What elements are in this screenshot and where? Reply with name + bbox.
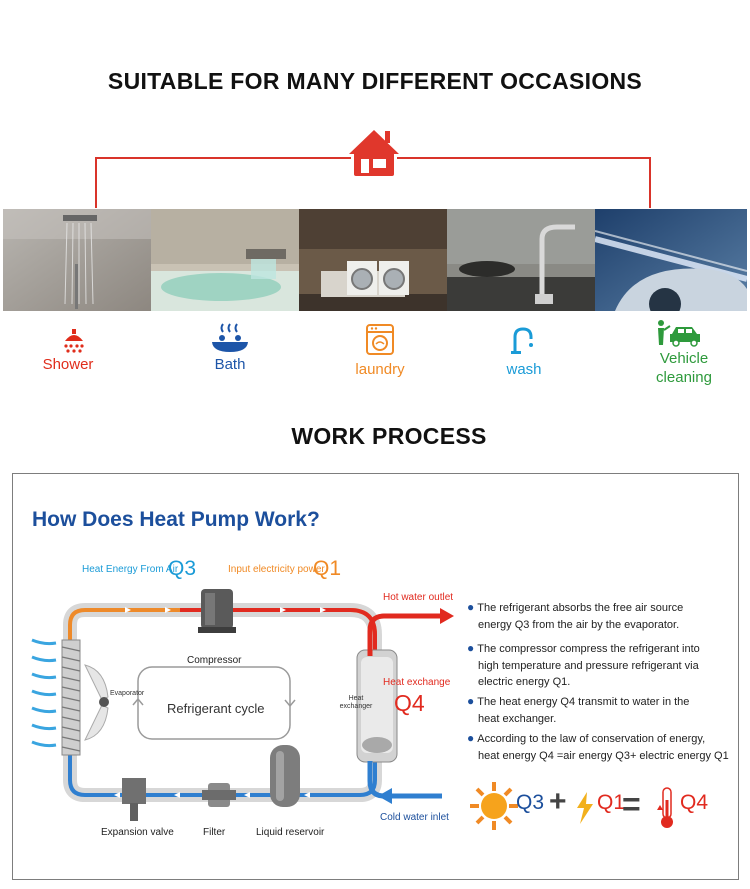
bullet-2-line3: electric energy Q1.: [478, 676, 571, 688]
app-label-vehicle-line1: Vehicle: [659, 350, 709, 367]
shower-icon: [64, 329, 84, 353]
liquid-reservoir-label: Liquid reservoir: [256, 827, 325, 838]
bath-icon: [212, 323, 248, 352]
q1-label: Q1: [313, 557, 342, 580]
q3-label: Q3: [168, 557, 197, 580]
bath-photo: [151, 209, 299, 311]
bullet-3-dot: ●: [467, 694, 475, 708]
wash-photo: [447, 209, 595, 311]
equals-sign-icon: =: [622, 786, 641, 822]
app-label-shower: Shower: [42, 356, 94, 373]
bullet-4: ●According to the law of conservation of…: [467, 730, 737, 764]
laundry-photo: [299, 209, 447, 311]
vehicle-photo: [595, 209, 747, 311]
bullet-3-line2: heat exchanger.: [478, 712, 557, 725]
evaporator-label: Evaporator: [110, 690, 145, 697]
app-label-bath: Bath: [214, 356, 246, 373]
equation-q1: Q1: [597, 791, 626, 814]
bullet-1-line1: The refrigerant absorbs the free air sou…: [477, 602, 684, 614]
refrigerant-circuit: [31, 589, 398, 821]
car-wash-icon: [658, 320, 700, 347]
sun-icon: [470, 782, 518, 830]
bullet-4-line2: heat energy Q4 =air energy Q3+ electric …: [478, 749, 729, 762]
bullet-4-line1: According to the law of conservation of …: [477, 733, 706, 745]
app-label-vehicle-line2: cleaning: [656, 369, 712, 386]
expansion-valve-label: Expansion valve: [101, 827, 174, 838]
compressor-label: Compressor: [187, 655, 242, 666]
app-label-vehicle: Vehicle cleaning: [609, 349, 750, 387]
exchanger-label: Heat exchanger: [338, 695, 374, 711]
exchanger-label-line1: Heat: [348, 695, 364, 702]
bullet-3: ●The heat energy Q4 transmit to water in…: [467, 693, 737, 727]
bullet-3-line1: The heat energy Q4 transmit to water in …: [477, 696, 690, 708]
app-label-laundry: laundry: [355, 361, 405, 378]
bullet-1-dot: ●: [467, 600, 475, 614]
q4-label: Q4: [394, 690, 425, 716]
filter-label: Filter: [203, 827, 226, 838]
heat-exchange-label: Heat exchange: [383, 677, 451, 688]
bullet-2-line2: high temperature and pressure refrigeran…: [478, 659, 699, 672]
faucet-icon: [511, 327, 533, 354]
bullet-1: ●The refrigerant absorbs the free air so…: [467, 599, 737, 633]
thermometer-icon: [657, 787, 673, 828]
bullet-1-line2: energy Q3 from the air by the evaporator…: [478, 618, 680, 631]
equation-q3: Q3: [516, 791, 545, 814]
bullet-2-line1: The compressor compress the refrigerant …: [477, 643, 700, 655]
cold-water-inlet-label: Cold water inlet: [380, 812, 449, 823]
refrigerant-cycle-label: Refrigerant cycle: [167, 701, 265, 716]
shower-photo: [3, 209, 151, 311]
equation-q4: Q4: [680, 791, 709, 814]
input-power-label: Input electricity power: [228, 564, 325, 575]
process-title: WORK PROCESS: [291, 423, 487, 449]
house-icon: [349, 130, 399, 182]
water-pipes: [367, 608, 454, 804]
occasions-title: SUITABLE FOR MANY DIFFERENT OCCASIONS: [107, 68, 643, 94]
bullet-2: ●The compressor compress the refrigerant…: [467, 640, 737, 691]
hot-water-outlet-label: Hot water outlet: [383, 592, 454, 603]
washing-machine-icon: [366, 324, 394, 355]
lightning-icon: [577, 792, 593, 824]
plus-sign-icon: +: [549, 785, 567, 818]
heat-from-air-label: Heat Energy From Air: [82, 564, 179, 575]
home-connector: [95, 130, 651, 208]
diagram-heading: How Does Heat Pump Work?: [32, 508, 320, 531]
bullet-4-dot: ●: [467, 731, 475, 745]
bullet-2-dot: ●: [467, 641, 475, 655]
exchanger-label-line2: exchanger: [339, 703, 373, 710]
app-label-wash: wash: [506, 361, 542, 378]
